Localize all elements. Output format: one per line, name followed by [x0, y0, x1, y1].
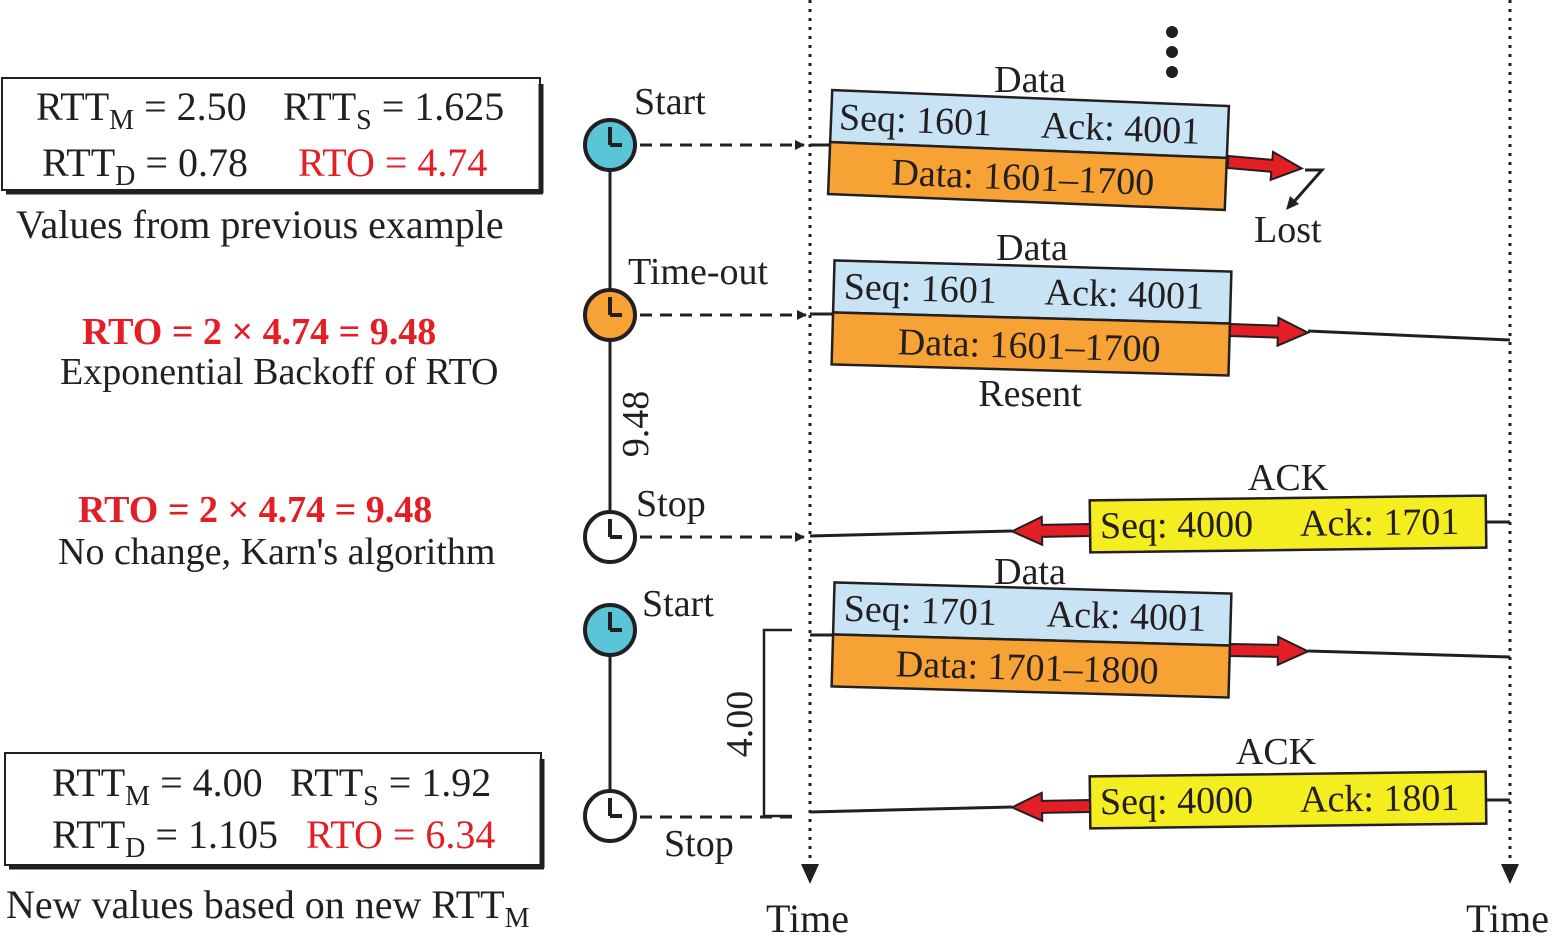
segment-1-arrow: [1226, 150, 1305, 182]
ack-1-ack: Ack: 1701: [1300, 501, 1460, 545]
svg-text:RTTS = 1.92: RTTS = 1.92: [290, 760, 491, 812]
rttd-label: RTT: [42, 140, 115, 185]
ack-1-seq: Seq: 4000: [1100, 503, 1254, 547]
clock-start-2-icon: [583, 603, 637, 657]
new-rtts-label: RTT: [290, 760, 363, 805]
ack-2-heading: ACK: [1236, 731, 1317, 773]
caption-new-subscript: M: [505, 903, 530, 934]
segment-3: Data Seq: 1701 Ack: 4001 Data: 1701–1800: [810, 551, 1511, 699]
karn-formula: RTO = 2 × 4.74 = 9.48: [78, 489, 432, 531]
interval-label-9-48: 9.48: [615, 391, 657, 458]
karn-caption: No change, Karn's algorithm: [58, 531, 495, 573]
svg-text:RTTD = 0.78: RTTD = 0.78: [42, 140, 248, 192]
ack-1: ACK Seq: 4000 Ack: 1701: [809, 457, 1510, 554]
time-label-receiver: Time: [1466, 896, 1549, 941]
segment-2-heading: Data: [996, 227, 1068, 269]
segment-2-payload: [830, 311, 1232, 377]
rtts-value: = 1.625: [372, 84, 505, 129]
new-rttd-value: = 1.105: [145, 812, 278, 857]
segment-1-seq: Seq: 1601: [838, 96, 993, 144]
segment-2-ack: Ack: 4001: [1044, 271, 1204, 317]
new-rttm-label: RTT: [52, 760, 125, 805]
backoff-formula: RTO = 2 × 4.74 = 9.48: [82, 311, 436, 353]
rtts-subscript: S: [356, 105, 372, 136]
backoff-caption: Exponential Backoff of RTO: [60, 351, 499, 393]
rttm-subscript: M: [109, 105, 134, 136]
timer-label-start-2: Start: [642, 583, 714, 625]
segment-2-data: Data: 1601–1700: [897, 321, 1161, 370]
ellipsis-icon: [1166, 26, 1178, 78]
time-axis-receiver-arrowhead: [1501, 864, 1519, 884]
caption-previous: Values from previous example: [16, 202, 504, 247]
clock-stop-2-icon: [583, 789, 637, 843]
segment-2-seq: Seq: 1601: [843, 266, 997, 312]
ack-2-arrow: [1009, 791, 1092, 823]
new-rttd-label: RTT: [52, 812, 125, 857]
new-rttm-value: = 4.00: [150, 760, 263, 805]
clock-timeout-icon: [583, 288, 637, 342]
segment-1-payload: [826, 140, 1229, 212]
timer-label-start-1: Start: [634, 81, 706, 123]
clock-stop-1-icon: [583, 510, 637, 564]
rttm-value: = 2.50: [134, 84, 247, 129]
time-label-sender: Time: [766, 896, 849, 941]
svg-text:RTTS = 1.625: RTTS = 1.625: [283, 84, 504, 136]
timer-label-stop-1: Stop: [636, 483, 706, 525]
caption-new-main: New values based on new RTT: [6, 882, 505, 927]
segment-2-note: Resent: [978, 373, 1082, 415]
segment-3-heading: Data: [994, 551, 1066, 593]
segment-2: Data Seq: 1601 Ack: 4001 Data: 1601–1700…: [810, 227, 1511, 415]
segment-3-data: Data: 1701–1800: [895, 643, 1159, 692]
clock-start-1-icon: [583, 118, 637, 172]
interval-label-4-00: 4.00: [719, 691, 761, 758]
rto-value-new: RTO = 6.34: [306, 812, 495, 857]
rttd-subscript: D: [115, 161, 135, 192]
interval-bracket: [762, 628, 792, 818]
rtts-label: RTT: [283, 84, 356, 129]
segment-3-payload: [830, 633, 1232, 699]
rttm-label: RTT: [36, 84, 109, 129]
segment-2-arrow: [1228, 316, 1311, 348]
rto-value-previous: RTO = 4.74: [298, 140, 487, 185]
segment-3-ack: Ack: 4001: [1046, 593, 1206, 639]
svg-text:RTTM = 2.50: RTTM = 2.50: [36, 84, 247, 136]
new-rttm-subscript: M: [125, 781, 150, 812]
segment-3-arrow: [1228, 635, 1311, 667]
ack-2-ack: Ack: 1801: [1300, 777, 1460, 821]
segment-1-note: Lost: [1254, 209, 1322, 251]
ack-1-arrow: [1009, 515, 1092, 547]
segment-3-seq: Seq: 1701: [843, 588, 997, 634]
ack-1-heading: ACK: [1248, 457, 1329, 499]
lost-mark-icon: [1290, 168, 1326, 205]
info-box-previous: RTTM = 2.50 RTTS = 1.625 RTTD = 0.78 RTO…: [1, 77, 544, 195]
segment-1-ack: Ack: 4001: [1040, 105, 1201, 153]
rttd-value: = 0.78: [135, 140, 248, 185]
time-axis-sender-arrowhead: [801, 864, 819, 884]
new-rtts-value: = 1.92: [379, 760, 492, 805]
segment-1: Data Seq: 1601 Ack: 4001 Data: 1601–1700…: [810, 59, 1326, 251]
info-box-new: RTTM = 4.00 RTTS = 1.92 RTTD = 1.105 RTO…: [4, 752, 545, 870]
caption-new: New values based on new RTTM: [6, 882, 530, 934]
timer-label-stop-2: Stop: [664, 823, 734, 865]
new-rttd-subscript: D: [125, 833, 145, 864]
svg-text:RTTD = 1.105: RTTD = 1.105: [52, 812, 278, 864]
segment-1-heading: Data: [994, 59, 1066, 101]
new-rtts-subscript: S: [363, 781, 379, 812]
ack-2: ACK Seq: 4000 Ack: 1801: [809, 731, 1510, 830]
timer-label-timeout: Time-out: [628, 251, 769, 293]
svg-text:RTTM = 4.00: RTTM = 4.00: [52, 760, 263, 812]
ack-2-seq: Seq: 4000: [1100, 779, 1254, 823]
